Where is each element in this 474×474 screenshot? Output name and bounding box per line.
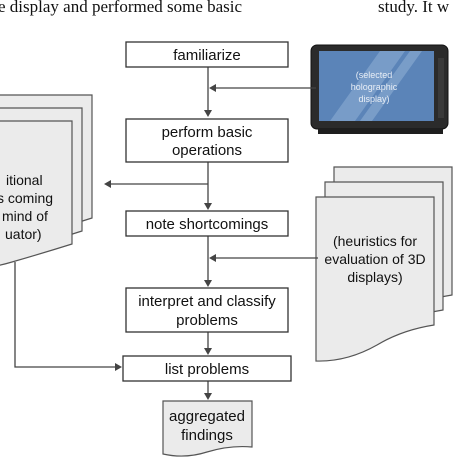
step-interpret-label-line-1: interpret and classify bbox=[138, 293, 276, 310]
step-interpret-and-classify: interpret and classify problems bbox=[125, 287, 289, 333]
left-doc-line-1: itional bbox=[6, 172, 43, 188]
step-interpret-label-line-2: problems bbox=[176, 312, 238, 329]
connectors bbox=[14, 67, 318, 400]
step-perform-label-line-2: operations bbox=[172, 142, 242, 159]
left-doc-line-4: uator) bbox=[5, 226, 42, 242]
step-list-problems: list problems bbox=[122, 355, 292, 382]
output-label-line-1: aggregated bbox=[169, 408, 245, 425]
output-aggregated-findings: aggregated findings bbox=[162, 400, 253, 457]
left-doc-line-3: mind of bbox=[2, 208, 48, 224]
step-perform-label-line-1: perform basic bbox=[162, 124, 253, 141]
step-familiarize: familiarize bbox=[125, 41, 289, 68]
tv-label-line-3: display) bbox=[358, 94, 389, 104]
step-list-problems-label: list problems bbox=[165, 361, 249, 378]
step-note-shortcomings: note shortcomings bbox=[125, 210, 289, 237]
television-icon: (selected holographic display) bbox=[310, 44, 449, 134]
step-familiarize-label: familiarize bbox=[173, 47, 241, 64]
step-perform-basic-operations: perform basic operations bbox=[125, 118, 289, 163]
tv-label-line-2: holographic bbox=[351, 82, 398, 92]
right-document-stack: (heuristics for evaluation of 3D display… bbox=[315, 166, 453, 362]
top-text-left: e display and performed some basic bbox=[0, 0, 243, 16]
output-label-line-2: findings bbox=[181, 427, 233, 444]
right-doc-line-2: evaluation of 3D bbox=[324, 251, 425, 267]
top-text-right: study. It w bbox=[378, 0, 450, 16]
left-document-stack: itional s coming mind of uator) bbox=[0, 94, 93, 266]
left-doc-line-2: s coming bbox=[0, 190, 53, 206]
right-doc-line-1: (heuristics for bbox=[333, 233, 417, 249]
step-note-shortcomings-label: note shortcomings bbox=[146, 216, 269, 233]
tv-label-line-1: (selected bbox=[356, 70, 393, 80]
right-doc-line-3: displays) bbox=[347, 269, 402, 285]
